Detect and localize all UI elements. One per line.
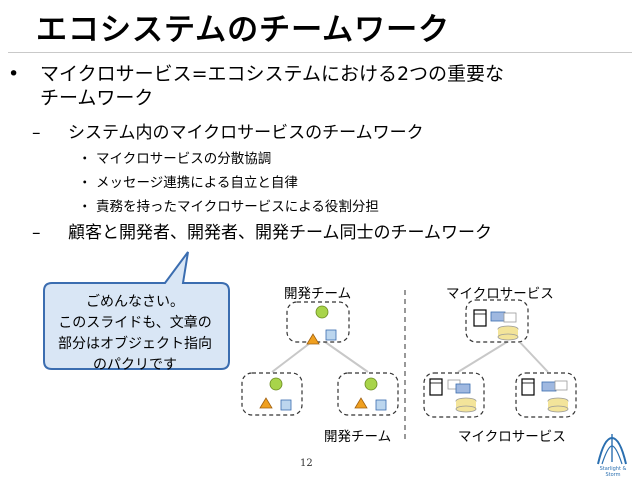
logo-icon <box>597 434 627 465</box>
api-icon <box>490 311 506 322</box>
warning-icon <box>259 397 273 409</box>
team-box <box>241 372 303 416</box>
callout-line: ごめんなさい。 <box>86 294 184 310</box>
service-box <box>423 372 485 418</box>
callout-line: このスライドも、文章の <box>58 315 212 331</box>
dash-glyph: – <box>32 223 41 243</box>
dash-glyph: – <box>32 123 41 143</box>
title-divider <box>8 52 632 53</box>
api-icon <box>541 381 557 392</box>
sub-bullet-2-text: 顧客と開発者、開発者、開発チーム同士のチームワーク <box>68 223 492 243</box>
main-bullet-line1: マイクロサービス=エコシステムにおける2つの重要な <box>40 63 505 85</box>
smiley-icon <box>315 305 329 319</box>
service-label-bottom: マイクロサービス <box>458 429 566 445</box>
sub-bullet-2: – 顧客と開発者、開発者、開発チーム同士のチームワーク <box>32 222 492 244</box>
sub-item-1: ・ マイクロサービスの分散協調 <box>78 150 272 168</box>
dot-glyph: ・ <box>78 199 92 215</box>
service-box <box>465 299 529 343</box>
sub-bullet-1: – システム内のマイクロサービスのチームワーク <box>32 122 424 144</box>
connector-line <box>514 336 549 373</box>
sub-item-2-text: メッセージ連携による自立と自律 <box>96 175 298 191</box>
sub-bullet-1-text: システム内のマイクロサービスのチームワーク <box>68 123 424 143</box>
smiley-icon <box>364 377 378 391</box>
connector-line <box>457 336 516 373</box>
team-box <box>286 301 350 345</box>
api-icon <box>455 383 471 394</box>
connector-line <box>317 336 369 373</box>
document-icon <box>429 378 443 396</box>
sub-item-2: ・ メッセージ連携による自立と自律 <box>78 174 298 192</box>
sub-item-1-text: マイクロサービスの分散協調 <box>96 151 272 167</box>
document-icon <box>473 309 487 327</box>
logo-text: Starlight & Storm <box>599 466 627 478</box>
square-face-icon <box>280 399 292 411</box>
smiley-icon <box>269 377 283 391</box>
team-box <box>337 372 399 416</box>
document-icon <box>521 378 535 396</box>
sub-item-3: ・ 責務を持ったマイクロサービスによる役割分担 <box>78 198 379 216</box>
service-box <box>515 372 577 418</box>
callout-line: のパクリです <box>93 357 177 373</box>
page-number: 12 <box>300 458 313 469</box>
dot-glyph: ・ <box>78 175 92 191</box>
main-bullet: • マイクロサービス=エコシステムにおける2つの重要な チームワーク <box>8 62 505 110</box>
callout-text: ごめんなさい。 このスライドも、文章の 部分はオブジェクト指向 のパクリです <box>40 292 230 376</box>
service-label-top: マイクロサービス <box>446 286 554 302</box>
sub-item-3-text: 責務を持ったマイクロサービスによる役割分担 <box>96 199 379 215</box>
team-label-bottom: 開発チーム <box>324 429 392 445</box>
bullet-glyph: • <box>8 63 20 85</box>
slide-title: エコシステムのチームワーク <box>36 12 451 48</box>
team-label-top: 開発チーム <box>284 286 352 302</box>
square-face-icon <box>325 329 337 341</box>
square-face-icon <box>375 399 387 411</box>
main-bullet-line2: チームワーク <box>40 87 154 109</box>
callout-line: 部分はオブジェクト指向 <box>58 336 212 352</box>
dot-glyph: ・ <box>78 151 92 167</box>
warning-icon <box>306 333 320 345</box>
warning-icon <box>354 397 368 409</box>
